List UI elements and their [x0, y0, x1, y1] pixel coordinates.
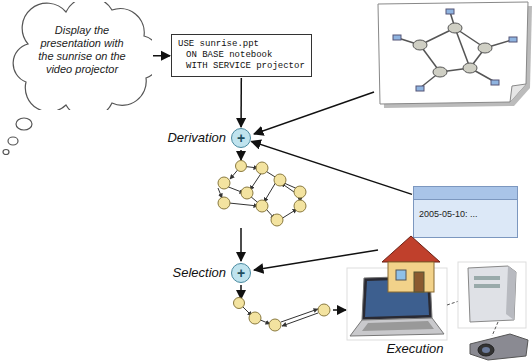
operator-circle: + — [231, 263, 251, 283]
calendar-panel: 2005-05-10: ... — [413, 186, 518, 238]
step-label: Execution — [372, 341, 458, 356]
code-box: USE sunrise.pptON BASE notebookWITH SERV… — [171, 34, 312, 77]
thought-cloud: Display the presentation with the sunris… — [12, 2, 152, 110]
node-text: ON BASE notebook — [178, 50, 305, 61]
step-label: Derivation — [150, 130, 226, 145]
calendar-header — [414, 187, 517, 200]
operator-sign: + — [237, 265, 245, 281]
projector — [470, 334, 528, 360]
desktop-pc — [458, 262, 526, 328]
flow-arrow — [153, 55, 170, 57]
thought-bubbles — [3, 118, 32, 155]
node-text: WITH SERVICE projector — [178, 61, 305, 72]
node-text: 2005-05-10: ... — [414, 200, 517, 219]
step-label: Selection — [150, 265, 226, 280]
flow-arrow — [240, 78, 242, 127]
flow-arrow — [251, 141, 412, 194]
laptop — [347, 268, 447, 340]
derived-graph — [218, 166, 300, 219]
network-map — [378, 2, 532, 108]
node-text: Display the presentation with the sunris… — [34, 24, 130, 76]
node-text: USE sunrise.ppt — [178, 39, 305, 50]
operator-sign: + — [237, 130, 245, 146]
operator-circle: + — [231, 128, 251, 148]
